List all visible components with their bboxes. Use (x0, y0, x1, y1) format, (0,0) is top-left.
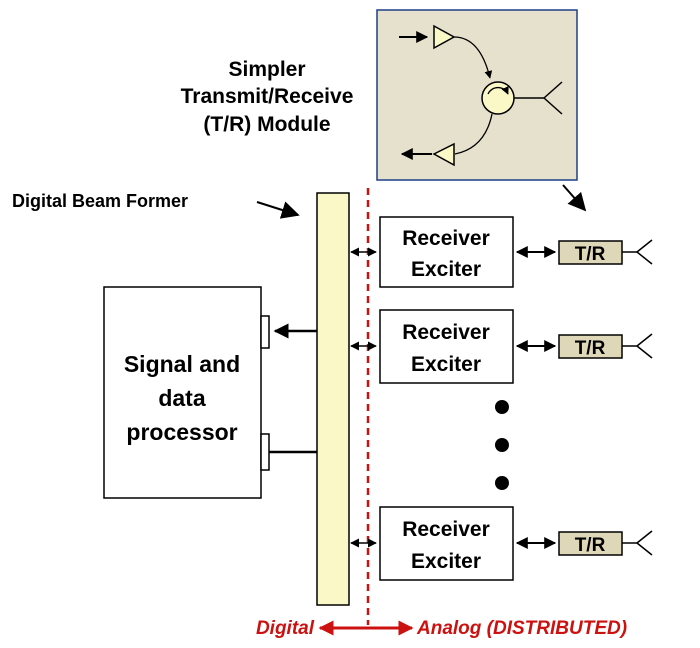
module-title-line2: Transmit/Receive (181, 85, 354, 108)
more-channels-ellipsis (495, 400, 509, 490)
processor-line2: data (158, 385, 206, 411)
processor-line3: processor (126, 419, 237, 445)
tr-label: T/R (575, 244, 606, 265)
exciter-label: Exciter (411, 550, 481, 573)
receiver-exciter-row-1: Receiver Exciter T/R (350, 216, 653, 288)
exciter-label: Exciter (411, 353, 481, 376)
tr-module-inset (376, 9, 578, 181)
receiver-label: Receiver (402, 227, 490, 250)
circulator-icon (481, 81, 515, 115)
digital-label: Digital (256, 618, 315, 639)
receiver-exciter-row-2: Receiver Exciter T/R (350, 309, 653, 384)
receiver-label: Receiver (402, 518, 490, 541)
tr-label: T/R (575, 338, 606, 359)
antenna-icon (636, 530, 653, 556)
receiver-label: Receiver (402, 321, 490, 344)
module-title-line1: Simpler (228, 58, 305, 81)
module-title-line3: (T/R) Module (203, 113, 330, 136)
beam-former-label: Digital Beam Former (12, 191, 188, 211)
analog-label: Analog (DISTRIBUTED) (416, 618, 627, 639)
receiver-exciter-box (379, 506, 514, 581)
digital-beam-former-bar (316, 192, 350, 606)
tr-label: T/R (575, 535, 606, 556)
processor-line1: Signal and (124, 351, 240, 377)
receive-amplifier-icon (432, 142, 455, 167)
exciter-label: Exciter (411, 258, 481, 281)
antenna-icon (636, 333, 653, 359)
transmit-amplifier-icon (433, 24, 456, 50)
signal-processor-block: Signal and data processor (103, 286, 270, 499)
receiver-exciter-box (379, 216, 514, 288)
receiver-exciter-row-3: Receiver Exciter T/R (350, 506, 653, 581)
receiver-exciter-box (379, 309, 514, 384)
antenna-icon (543, 81, 563, 115)
antenna-icon (636, 239, 653, 265)
